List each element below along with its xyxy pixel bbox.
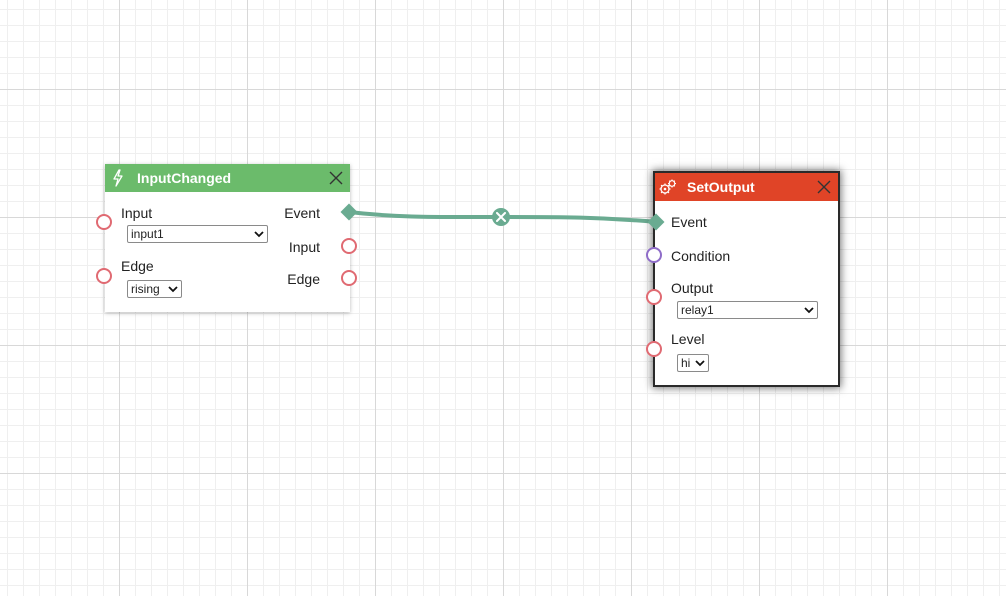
input-select[interactable]: input1: [127, 225, 268, 243]
edge-output-port[interactable]: [341, 270, 357, 286]
output-port[interactable]: [646, 289, 662, 305]
chevron-down-icon: [254, 231, 264, 238]
set-output-node[interactable]: SetOutput Event Condition Output relay1 …: [655, 173, 838, 385]
gears-icon: [655, 173, 681, 201]
chevron-down-icon: [168, 286, 178, 293]
node-header[interactable]: SetOutput: [655, 173, 838, 201]
node-header[interactable]: InputChanged: [105, 164, 350, 192]
edge-select[interactable]: rising: [127, 280, 182, 298]
edge-output-label: Edge: [287, 271, 320, 287]
delete-connection-button[interactable]: [492, 208, 510, 226]
output-label: Output: [671, 280, 714, 296]
input-output-label: Input: [288, 239, 320, 255]
input-label: Input: [121, 205, 153, 221]
input-changed-node[interactable]: InputChanged Input input1 Edge rising Ev…: [105, 164, 350, 312]
close-icon[interactable]: [328, 170, 344, 186]
level-label: Level: [671, 331, 705, 347]
level-select-value: hi: [681, 356, 691, 370]
event-output-label: Event: [284, 205, 320, 221]
close-icon[interactable]: [816, 179, 832, 195]
close-icon: [496, 212, 506, 222]
condition-label: Condition: [671, 248, 731, 264]
condition-port[interactable]: [646, 247, 662, 263]
edge-label: Edge: [121, 258, 154, 274]
node-title: SetOutput: [687, 179, 755, 195]
level-select[interactable]: hi: [677, 354, 709, 372]
event-input-label: Event: [671, 214, 707, 230]
chevron-down-icon: [695, 360, 705, 367]
input-output-port[interactable]: [341, 238, 357, 254]
output-select[interactable]: relay1: [677, 301, 818, 319]
input-select-value: input1: [131, 227, 164, 241]
level-port[interactable]: [646, 341, 662, 357]
node-title: InputChanged: [137, 170, 232, 186]
edge-port[interactable]: [96, 268, 112, 284]
edge-select-value: rising: [131, 282, 160, 296]
output-select-value: relay1: [681, 303, 714, 317]
chevron-down-icon: [804, 307, 814, 314]
lightning-icon: [105, 164, 131, 192]
input-port[interactable]: [96, 214, 112, 230]
